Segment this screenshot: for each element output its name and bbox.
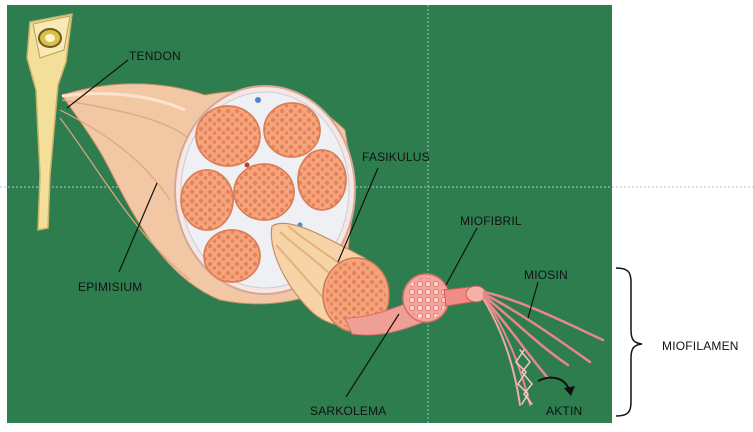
label-tendon: TENDON (129, 49, 181, 63)
label-epimisium: EPIMISIUM (78, 280, 142, 294)
label-miosin: MIOSIN (524, 268, 568, 282)
label-miofibril: MIOFIBRIL (460, 214, 522, 228)
label-aktin: AKTIN (546, 404, 582, 418)
label-fasikulus: FASIKULUS (362, 150, 430, 164)
label-sarkolema: SARKOLEMA (310, 404, 387, 418)
curly-brace (616, 268, 642, 416)
label-miofilamen: MIOFILAMEN (662, 339, 739, 353)
